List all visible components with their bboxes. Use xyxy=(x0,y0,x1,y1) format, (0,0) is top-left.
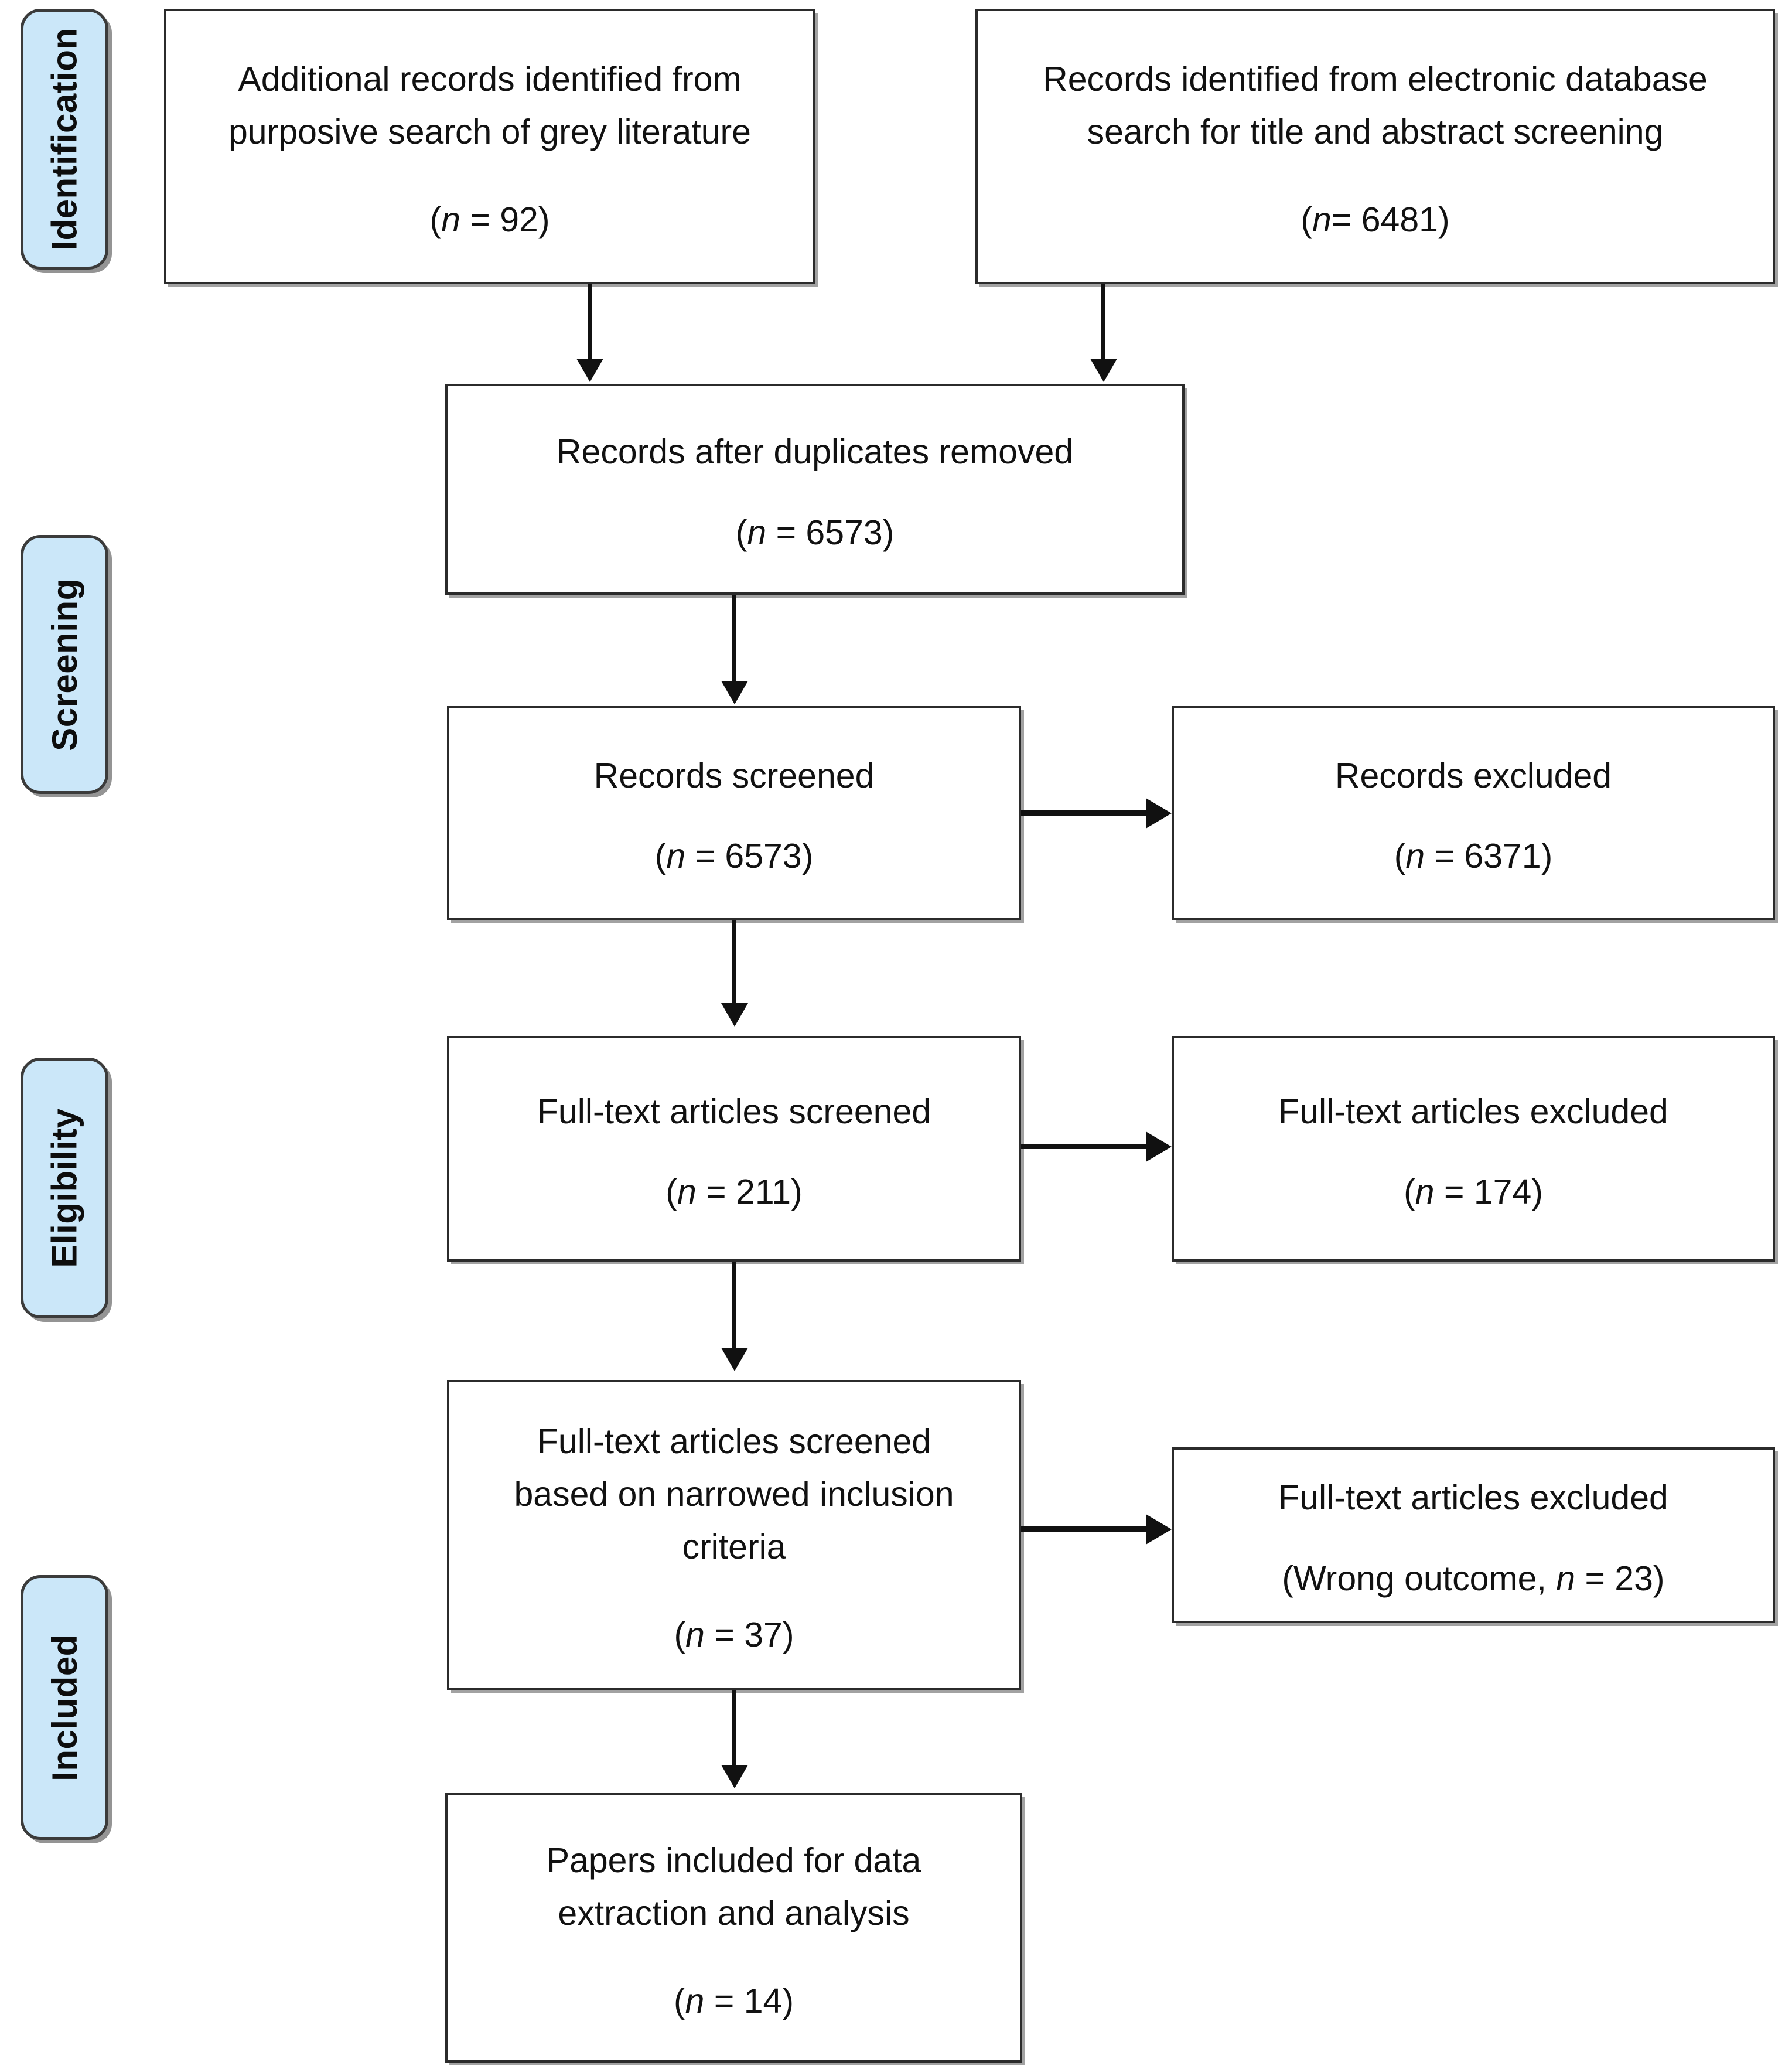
count-open-paren: ( xyxy=(1404,1172,1415,1212)
count-value: = 211) xyxy=(696,1172,803,1212)
arrowhead-screened-to-fulltext xyxy=(721,1003,748,1027)
papers-included-count: (n = 14) xyxy=(674,1981,794,2021)
records-screened-count: (n = 6573) xyxy=(655,836,814,876)
count-n-symbol: n xyxy=(677,1172,697,1212)
connector-screened-to-excluded xyxy=(1021,810,1147,816)
duplicates-removed-line1: Records after duplicates removed xyxy=(556,432,1074,472)
fulltext-excluded-count: (n = 174) xyxy=(1404,1172,1543,1212)
count-open-paren: ( xyxy=(429,200,442,239)
arrowhead-grey-to-duplicates xyxy=(576,359,603,382)
count-open-paren: ( xyxy=(674,1981,685,2020)
grey-literature-line1: Additional records identified from xyxy=(238,60,742,99)
grey-literature-count: (n = 92) xyxy=(430,200,550,240)
phase-pill-included: Included xyxy=(21,1575,108,1840)
phase-label-identification: Identification xyxy=(45,28,84,251)
arrowhead-screened-to-excluded xyxy=(1146,798,1172,829)
box-grey-literature: Additional records identified from purpo… xyxy=(164,9,815,284)
count-n-symbol: n xyxy=(685,1981,705,2020)
count-open-paren: (Wrong outcome, xyxy=(1282,1559,1557,1598)
box-fulltext-narrowed: Full-text articles screened based on nar… xyxy=(447,1380,1021,1690)
duplicates-removed-count: (n = 6573) xyxy=(736,513,895,553)
arrowhead-fulltext-to-excluded xyxy=(1146,1131,1172,1162)
connector-narrowed-to-included xyxy=(732,1690,736,1767)
database-search-line2: search for title and abstract screening xyxy=(1087,113,1664,151)
connector-screened-to-fulltext xyxy=(732,920,736,1005)
fulltext-screened-count: (n = 211) xyxy=(665,1172,802,1212)
count-n-symbol: n xyxy=(747,513,767,552)
fulltext-excluded-outcome-line1: Full-text articles excluded xyxy=(1278,1478,1668,1518)
count-open-paren: ( xyxy=(665,1172,677,1212)
arrowhead-duplicates-to-screened xyxy=(721,681,748,704)
connector-fulltext-to-narrowed xyxy=(732,1262,736,1349)
connector-fulltext-to-excluded xyxy=(1021,1144,1147,1149)
box-fulltext-excluded-outcome: Full-text articles excluded (Wrong outco… xyxy=(1172,1447,1775,1623)
box-fulltext-excluded: Full-text articles excluded (n = 174) xyxy=(1172,1036,1775,1262)
fulltext-excluded-outcome-count: (Wrong outcome, n = 23) xyxy=(1282,1559,1664,1598)
count-open-paren: ( xyxy=(1394,837,1406,876)
phase-label-screening: Screening xyxy=(45,578,84,751)
fulltext-narrowed-line2: based on narrowed inclusion xyxy=(514,1475,954,1514)
papers-included-line2: extraction and analysis xyxy=(558,1894,910,1932)
database-search-line1: Records identified from electronic datab… xyxy=(1043,60,1708,99)
count-value: = 92) xyxy=(460,200,550,239)
fulltext-screened-line1: Full-text articles screened xyxy=(537,1092,931,1131)
records-excluded-count: (n = 6371) xyxy=(1394,836,1553,876)
count-value: = 37) xyxy=(704,1615,794,1654)
box-database-search: Records identified from electronic datab… xyxy=(975,9,1775,284)
count-n-symbol: n xyxy=(441,200,460,239)
count-open-paren: ( xyxy=(654,837,667,876)
count-open-paren: ( xyxy=(674,1615,686,1654)
box-duplicates-removed: Records after duplicates removed (n = 65… xyxy=(445,384,1185,595)
count-open-paren: ( xyxy=(1301,200,1313,239)
connector-duplicates-to-screened xyxy=(732,595,736,683)
box-records-screened: Records screened (n = 6573) xyxy=(447,706,1021,920)
fulltext-narrowed-count: (n = 37) xyxy=(674,1615,794,1655)
count-value: = 174) xyxy=(1434,1172,1543,1212)
box-records-excluded: Records excluded (n = 6371) xyxy=(1172,706,1775,920)
count-n-symbol: n xyxy=(1415,1172,1435,1212)
phase-label-eligibility: Eligibility xyxy=(45,1108,84,1268)
arrowhead-narrowed-to-excluded xyxy=(1146,1514,1172,1545)
count-open-paren: ( xyxy=(735,513,747,552)
count-value: = 6573) xyxy=(685,837,814,876)
arrowhead-database-to-duplicates xyxy=(1090,359,1117,382)
fulltext-narrowed-line1: Full-text articles screened xyxy=(537,1422,931,1461)
grey-literature-line2: purposive search of grey literature xyxy=(228,113,751,151)
phase-label-included: Included xyxy=(45,1634,84,1781)
connector-grey-to-duplicates xyxy=(588,284,592,360)
count-n-symbol: n xyxy=(666,837,686,876)
count-value: = 14) xyxy=(704,1981,794,2020)
database-search-count: (n= 6481) xyxy=(1301,200,1449,240)
records-screened-line1: Records screened xyxy=(593,756,875,795)
arrowhead-fulltext-to-narrowed xyxy=(721,1348,748,1371)
count-value: = 6371) xyxy=(1425,837,1553,876)
box-papers-included: Papers included for data extraction and … xyxy=(445,1793,1022,2063)
count-n-symbol: n xyxy=(1312,200,1332,239)
phase-pill-identification: Identification xyxy=(21,9,108,270)
phase-pill-screening: Screening xyxy=(21,535,108,794)
count-value: = 6481) xyxy=(1331,200,1450,239)
box-fulltext-screened: Full-text articles screened (n = 211) xyxy=(447,1036,1021,1262)
count-n-symbol: n xyxy=(685,1615,705,1654)
count-n-symbol: n xyxy=(1405,837,1425,876)
count-n-symbol: n xyxy=(1556,1559,1576,1598)
count-value: = 6573) xyxy=(766,513,895,552)
fulltext-excluded-line1: Full-text articles excluded xyxy=(1278,1092,1668,1131)
phase-pill-eligibility: Eligibility xyxy=(21,1058,108,1318)
fulltext-narrowed-line3: criteria xyxy=(682,1527,786,1566)
records-excluded-line1: Records excluded xyxy=(1334,756,1612,795)
connector-database-to-duplicates xyxy=(1101,284,1105,360)
connector-narrowed-to-excluded xyxy=(1021,1526,1147,1532)
arrowhead-narrowed-to-included xyxy=(721,1765,748,1788)
count-value: = 23) xyxy=(1575,1559,1665,1598)
papers-included-line1: Papers included for data xyxy=(546,1841,921,1880)
